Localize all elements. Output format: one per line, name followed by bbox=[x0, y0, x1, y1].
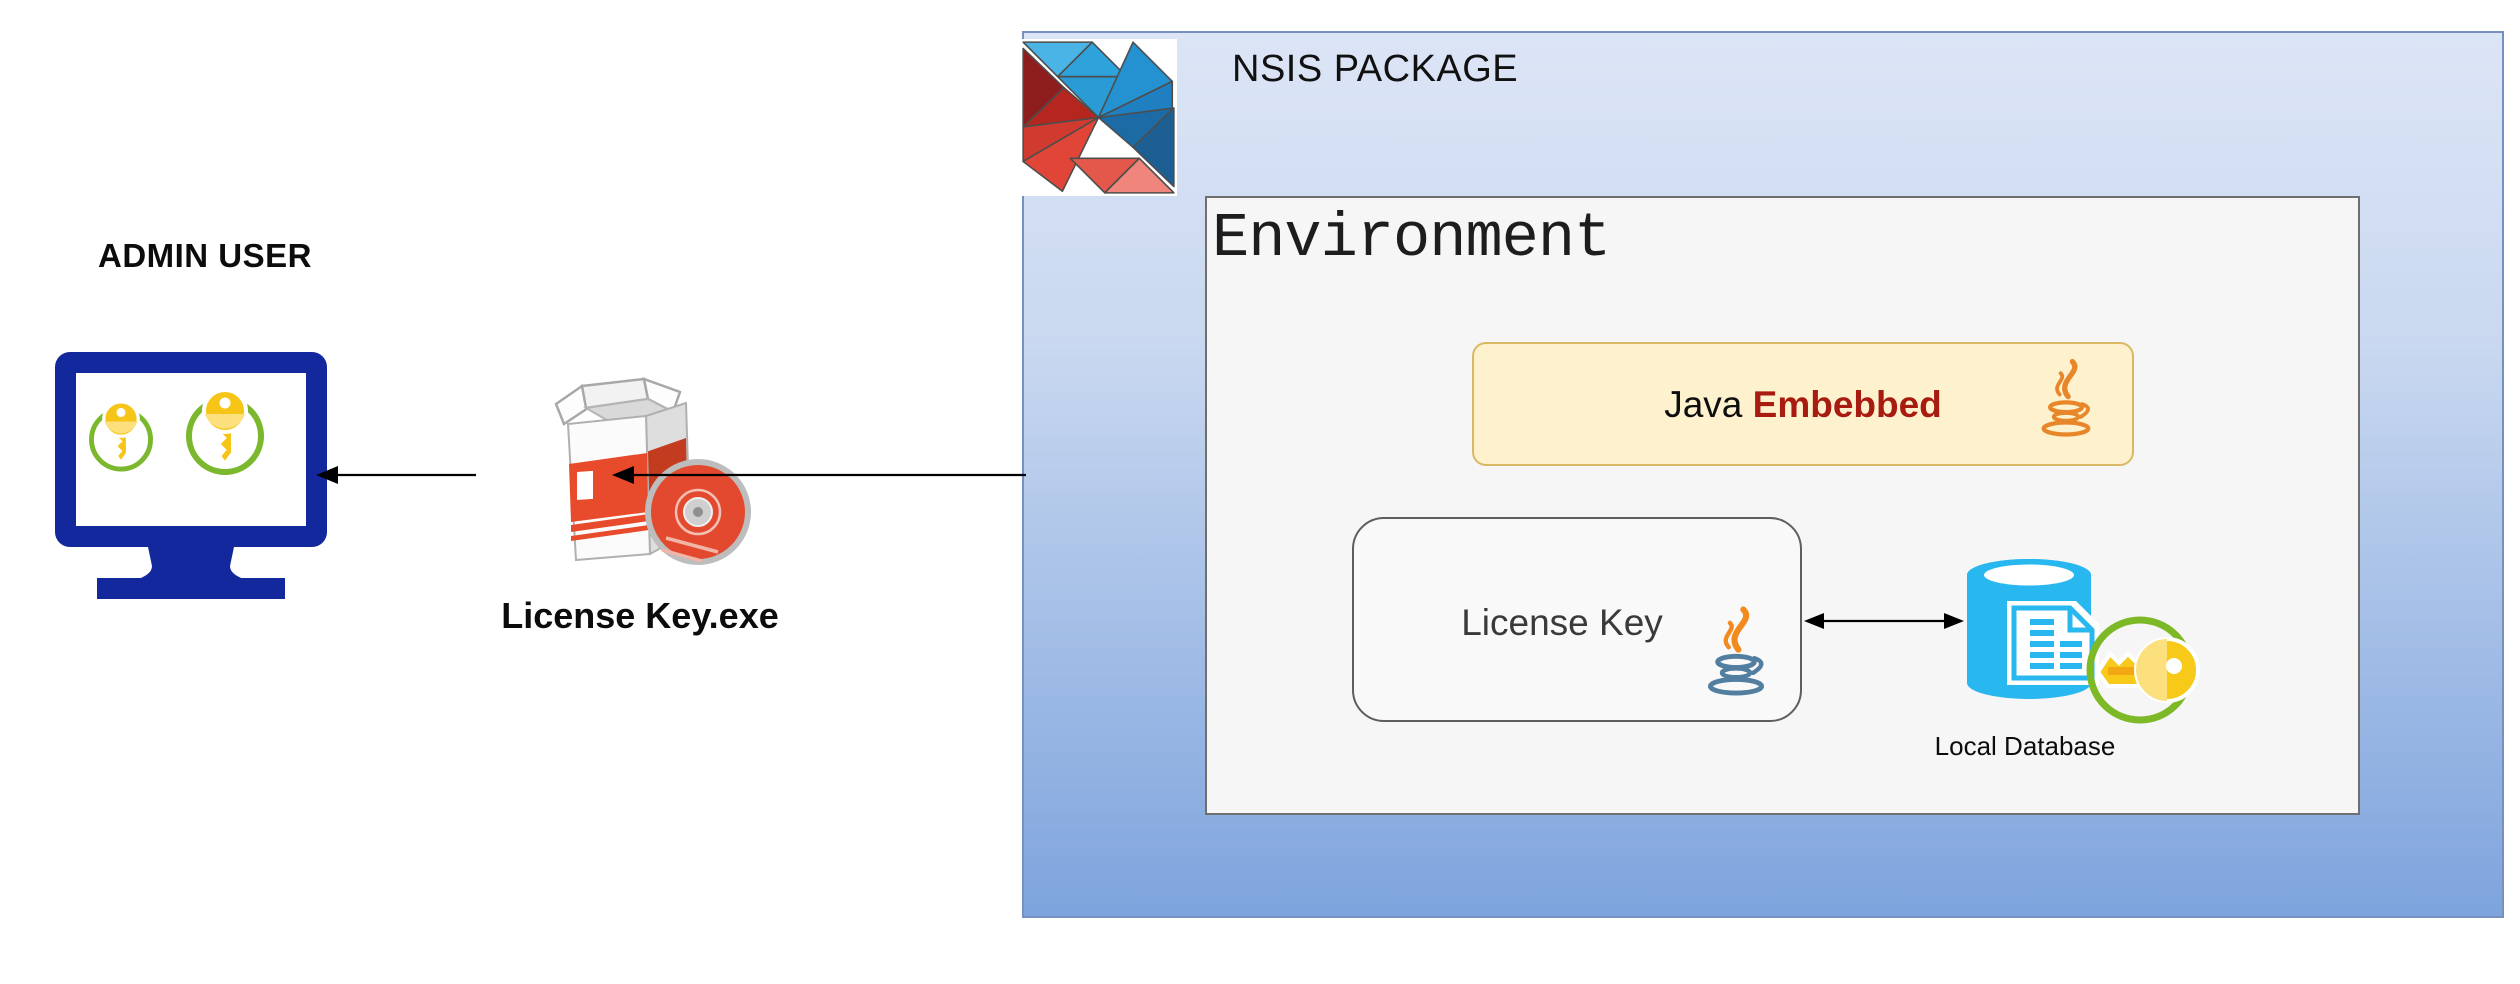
license-key-label: License Key bbox=[1461, 602, 1663, 643]
local-database-label: Local Database bbox=[1934, 731, 2116, 761]
java-logo-orange-icon bbox=[2041, 358, 2091, 437]
nsis-logo-icon bbox=[1020, 39, 1177, 196]
java-embedded-box bbox=[1472, 342, 2134, 466]
java-embedded-label-prefix: Java bbox=[1664, 384, 1753, 425]
cd-icon bbox=[645, 459, 751, 565]
database-document-key-icon bbox=[1967, 559, 2200, 724]
license-key-box bbox=[1352, 517, 1802, 722]
nsis-package-title: NSIS PACKAGE bbox=[1232, 48, 1519, 90]
admin-user-label: ADMIN USER bbox=[97, 237, 312, 274]
document-icon bbox=[2007, 601, 2099, 685]
arrow-installer-to-monitor bbox=[316, 466, 476, 484]
installer-box-cd-icon bbox=[554, 377, 751, 565]
java-logo-icon bbox=[1707, 606, 1765, 696]
installer-exe-label: License Key.exe bbox=[501, 595, 779, 636]
environment-title: Environment bbox=[1212, 203, 1611, 274]
monitor-with-keys-icon bbox=[55, 352, 327, 599]
java-embedded-label: Java Embebbed bbox=[1472, 384, 2134, 426]
java-embedded-label-emphasis: Embebbed bbox=[1752, 384, 1942, 425]
key-ring-icon bbox=[2086, 616, 2200, 724]
